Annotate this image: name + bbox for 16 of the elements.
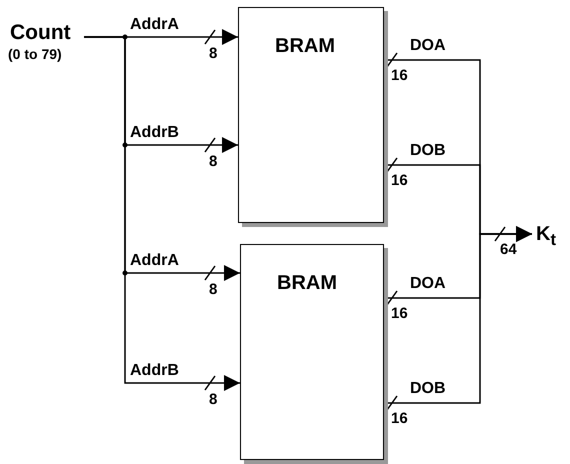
bus-width: 16 bbox=[390, 68, 409, 83]
block-title: BRAM bbox=[277, 273, 337, 293]
signal-wire bbox=[84, 36, 240, 391]
bus-width: 8 bbox=[208, 46, 218, 61]
bus-width: 8 bbox=[208, 154, 218, 169]
signal-name: Count bbox=[10, 22, 71, 43]
bus-width: 8 bbox=[208, 392, 218, 407]
bus-width: 8 bbox=[208, 282, 218, 297]
bus-width: 16 bbox=[390, 411, 409, 426]
signal-wire bbox=[385, 226, 532, 404]
bus-width: 64 bbox=[499, 242, 518, 257]
block-title: BRAM bbox=[275, 36, 335, 56]
bus-width: 16 bbox=[390, 306, 409, 321]
output-name: K$_{t}$ bbox=[536, 224, 556, 249]
bus-width: 16 bbox=[390, 173, 409, 188]
range-note: (0 to 79) bbox=[8, 47, 62, 61]
